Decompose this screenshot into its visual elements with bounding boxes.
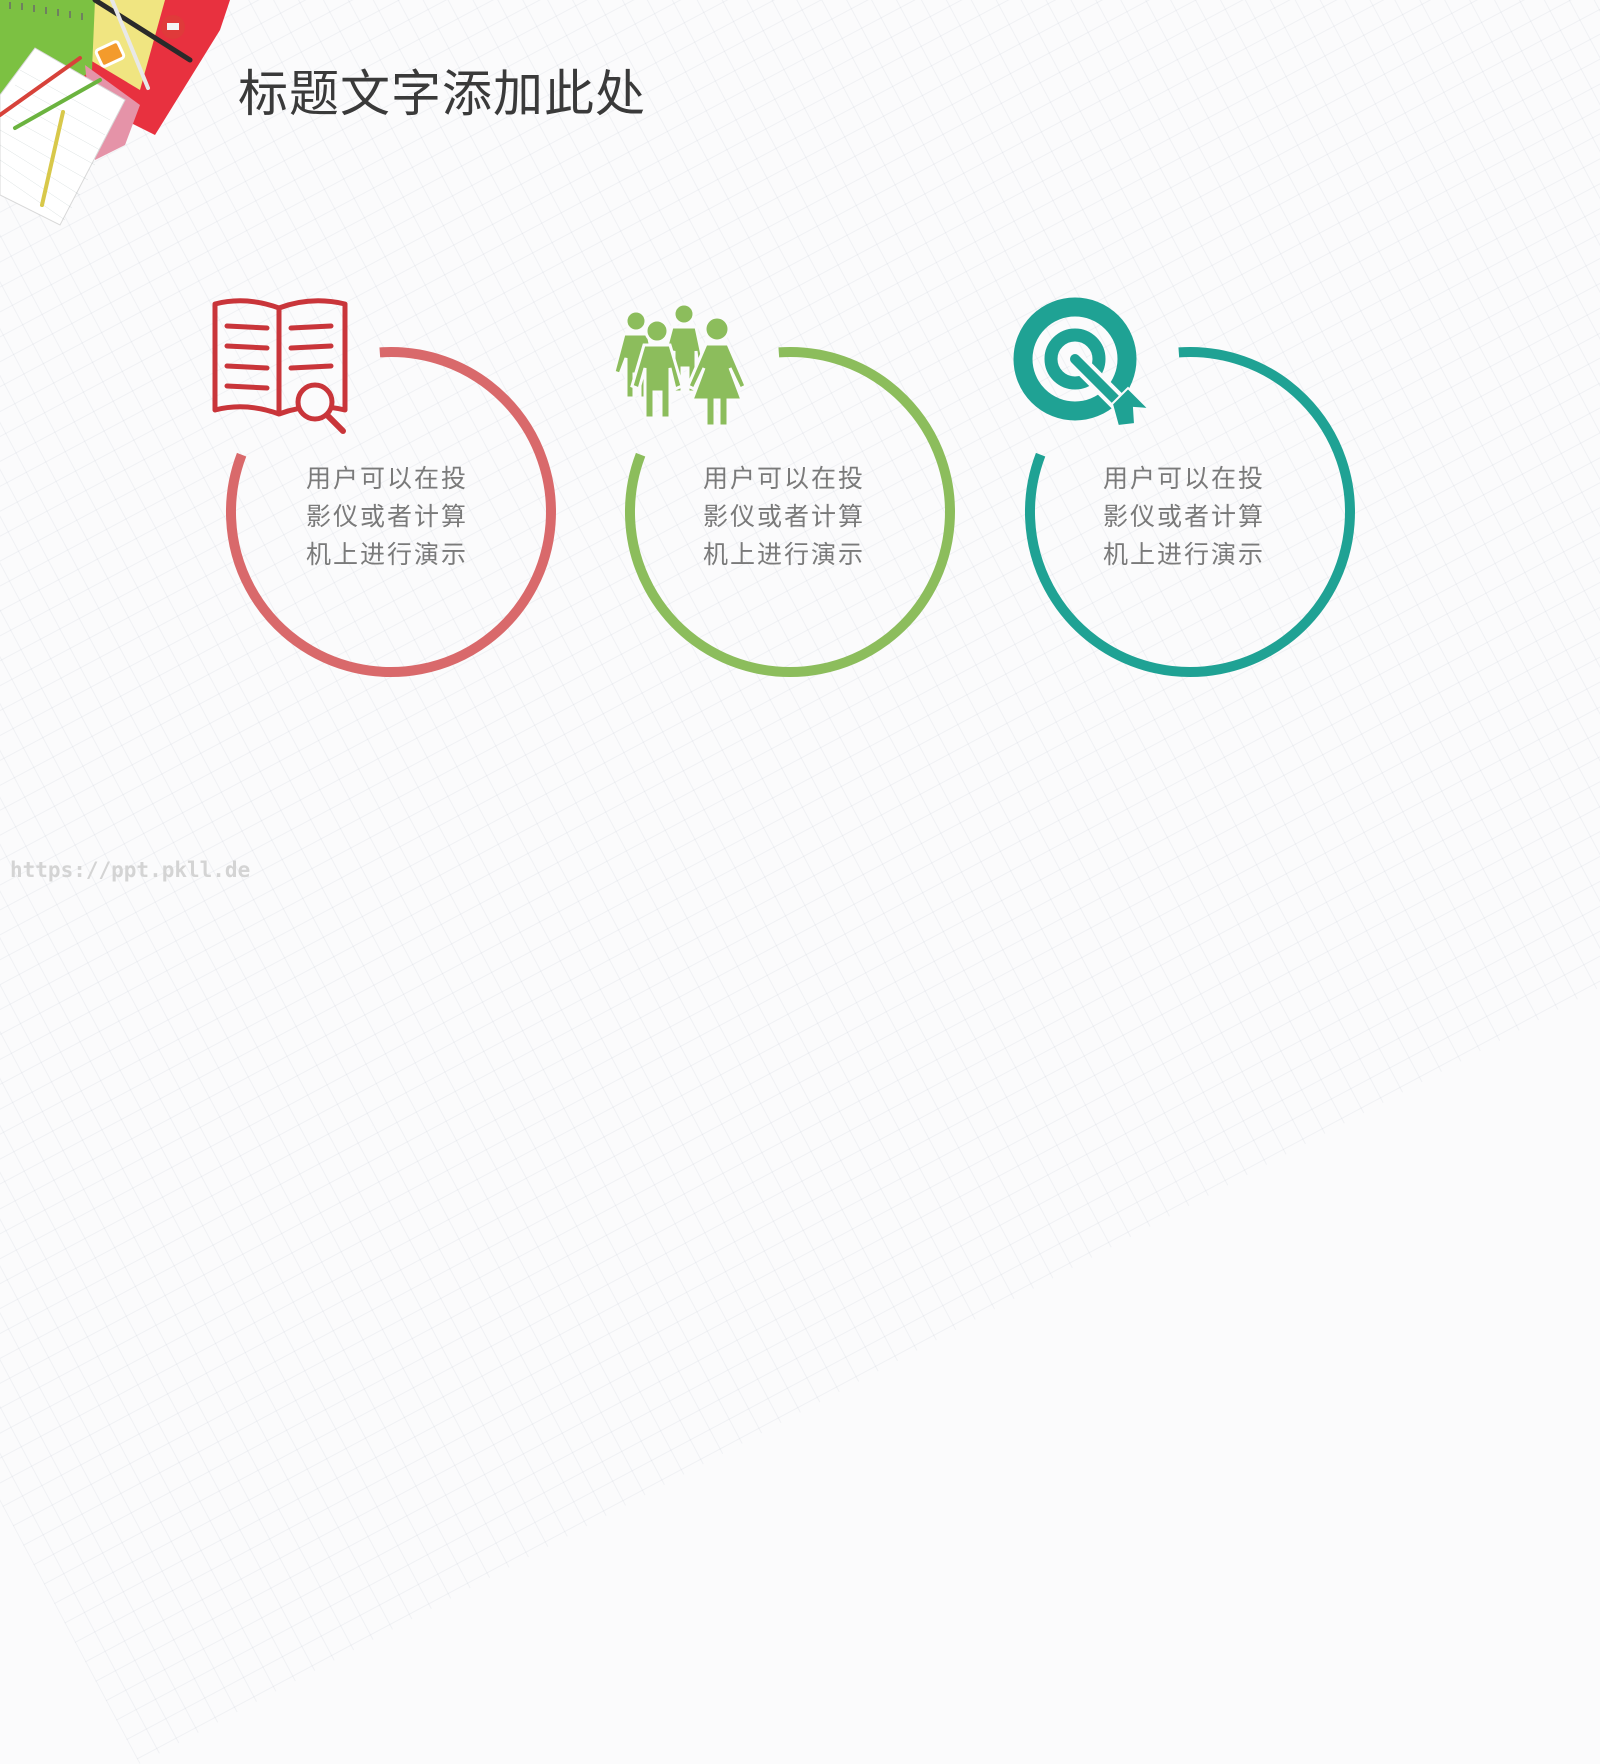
feature-description-2: 用户可以在投 影仪或者计算 机上进行演示 [703, 460, 893, 574]
ring-arc-3 [1025, 347, 1355, 677]
description-line: 机上进行演示 [1103, 540, 1266, 569]
feature-card-1: 用户可以在投 影仪或者计算 机上进行演示 [191, 290, 591, 690]
description-line: 用户可以在投 [703, 464, 866, 493]
description-line: 用户可以在投 [306, 464, 469, 493]
description-line: 影仪或者计算 [306, 502, 469, 531]
target-arrow-icon [1013, 297, 1152, 428]
ring-arc-1 [226, 347, 556, 677]
description-line: 机上进行演示 [703, 540, 866, 569]
description-line: 用户可以在投 [1103, 464, 1266, 493]
feature-card-2: 用户可以在投 影仪或者计算 机上进行演示 [590, 290, 990, 690]
book-search-icon [212, 298, 348, 434]
watermark-url: https://ppt.pkll.de [10, 858, 251, 882]
feature-card-3: 用户可以在投 影仪或者计算 机上进行演示 [990, 290, 1390, 690]
description-line: 机上进行演示 [306, 540, 469, 569]
feature-description-3: 用户可以在投 影仪或者计算 机上进行演示 [1103, 460, 1293, 574]
description-line: 影仪或者计算 [1103, 502, 1266, 531]
feature-description-1: 用户可以在投 影仪或者计算 机上进行演示 [306, 460, 496, 574]
stationery-illustration [0, 0, 230, 226]
people-group-icon [612, 302, 748, 428]
description-line: 影仪或者计算 [703, 502, 866, 531]
ring-arc-2 [625, 347, 955, 677]
slide-title[interactable]: 标题文字添加此处 [238, 65, 646, 123]
